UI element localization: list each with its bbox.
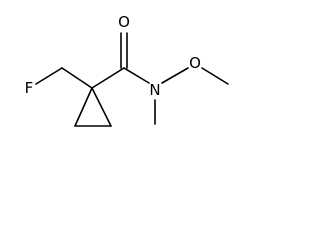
- chemical-structure-diagram: F O N O: [25, 13, 229, 127]
- nitrogen-atom-label: N: [149, 81, 160, 99]
- carbonyl-oxygen-atom-label: O: [118, 13, 130, 31]
- bond-ch2-cquat: [61, 67, 93, 89]
- fluorine-atom-label: F: [25, 79, 34, 97]
- methoxy-oxygen-atom-label: O: [189, 54, 201, 72]
- bond-carbonyl-n: [123, 67, 150, 84]
- cyclopropane-bond-right: [91, 87, 112, 127]
- bond-n-o: [161, 67, 189, 84]
- bond-o-methyl: [201, 67, 229, 85]
- cyclopropane-bond-left: [74, 87, 93, 127]
- bond-f-ch2: [35, 67, 63, 85]
- bond-cquat-carbonyl: [91, 67, 125, 89]
